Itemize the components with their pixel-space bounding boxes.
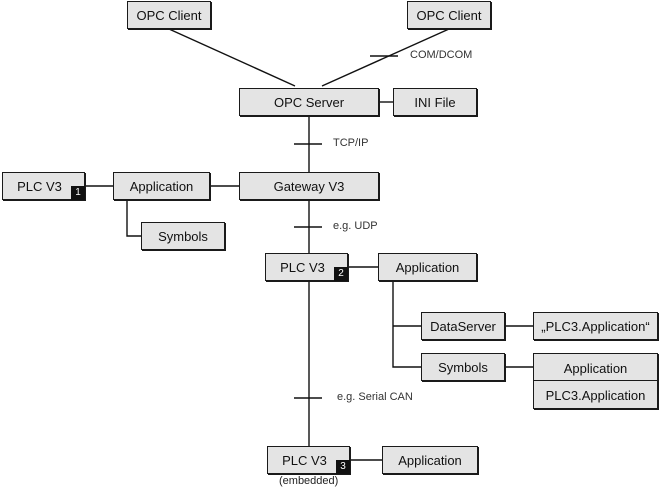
- ini-file-node: INI File: [393, 88, 477, 116]
- node-label: „PLC3.Application“: [541, 318, 650, 334]
- node-label: Application: [563, 360, 628, 376]
- node-label: Symbols: [438, 359, 488, 375]
- line-application-to-symbols-2: [392, 281, 421, 368]
- plc-embedded-note: (embedded): [279, 475, 339, 487]
- application-1-node: Application: [113, 172, 210, 200]
- node-label: PLC3.Application: [545, 387, 646, 403]
- line-client-left-to-server: [168, 28, 296, 87]
- node-label: OPC Server: [273, 94, 345, 110]
- plc-number-badge: 1: [71, 186, 85, 200]
- connection-label-serial-can: e.g. Serial CAN: [337, 391, 413, 403]
- connection-label-com-dcom: COM/DCOM: [410, 49, 473, 61]
- node-label: INI File: [414, 94, 456, 110]
- opc-server-node: OPC Server: [239, 88, 379, 116]
- node-label: PLC V3: [17, 178, 62, 194]
- node-label: Application: [395, 259, 460, 275]
- connection-label-tcp-ip: TCP/IP: [333, 137, 369, 149]
- line-client-right-to-server: [321, 28, 450, 87]
- symbols-2-node: Symbols: [421, 353, 505, 381]
- stack-row-plc3-application: PLC3.Application: [534, 380, 657, 409]
- node-label: OPC Client: [136, 7, 202, 23]
- stack-row-application: Application: [534, 354, 657, 382]
- plc-v3-1-node: PLC V3 1: [2, 172, 85, 200]
- application-3-node: Application: [382, 446, 478, 474]
- node-label: Gateway V3: [273, 178, 345, 194]
- symbols-1-node: Symbols: [141, 222, 225, 250]
- dataserver-node: DataServer: [421, 312, 505, 340]
- node-label: DataServer: [430, 318, 496, 334]
- plc-v3-3-node: PLC V3 3: [267, 446, 350, 474]
- opc-client-left-node: OPC Client: [127, 1, 211, 29]
- node-label: Symbols: [158, 228, 208, 244]
- connection-label-udp: e.g. UDP: [333, 220, 378, 232]
- node-label: Application: [129, 178, 194, 194]
- plc-v3-2-node: PLC V3 2: [265, 253, 348, 281]
- plc-number-badge: 3: [336, 460, 350, 474]
- gateway-v3-node: Gateway V3: [239, 172, 379, 200]
- line-application-to-symbols: [126, 200, 141, 237]
- node-label: PLC V3: [280, 259, 325, 275]
- node-label: OPC Client: [416, 7, 482, 23]
- application-2-node: Application: [378, 253, 477, 281]
- plc-number-badge: 2: [334, 267, 348, 281]
- dataserver-target-node: „PLC3.Application“: [533, 312, 658, 340]
- node-label: Application: [398, 452, 462, 468]
- opc-client-right-node: OPC Client: [407, 1, 491, 29]
- symbols-target-stack-node: Application PLC3.Application: [533, 353, 658, 409]
- node-label: PLC V3: [282, 452, 327, 468]
